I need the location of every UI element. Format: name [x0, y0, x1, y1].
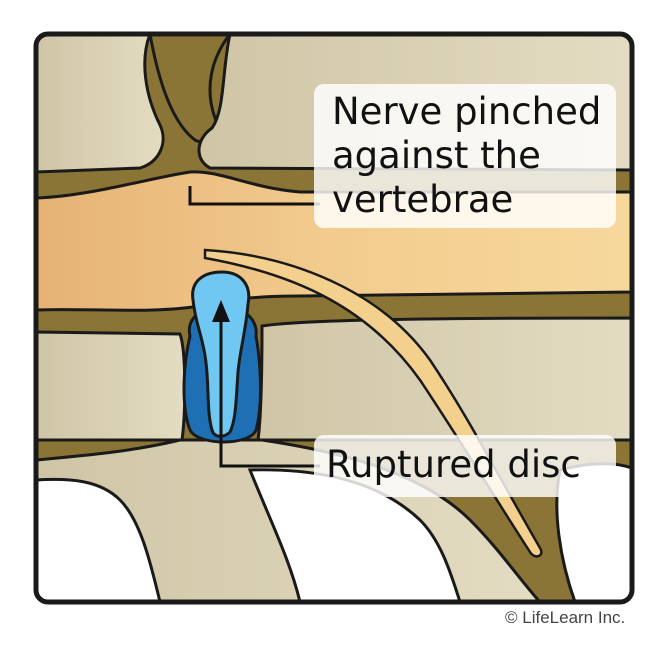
- lower-vertebra-right: [256, 316, 632, 442]
- nerve-root: [203, 248, 543, 558]
- disc-leader-line: [219, 405, 320, 468]
- copyright-notice: © LifeLearn Inc.: [505, 608, 626, 627]
- nerve-label-line-2: against the: [332, 134, 541, 177]
- upper-vertebra-left: [36, 34, 165, 174]
- nerve-leader-line: [188, 186, 320, 206]
- disc-label: Ruptured disc: [326, 443, 581, 486]
- illustration-frame: [33, 31, 635, 605]
- nerve-label-line-1: Nerve pinched: [332, 90, 602, 133]
- lower-process-white: [36, 477, 162, 602]
- nerve-label-box: Nerve pinched against the vertebrae: [314, 84, 616, 228]
- disc-label-box: Ruptured disc: [314, 435, 616, 497]
- lower-vertebra-left: [36, 330, 187, 442]
- disc-arrow-head: [212, 300, 230, 322]
- nerve-label-line-3: vertebrae: [332, 178, 514, 221]
